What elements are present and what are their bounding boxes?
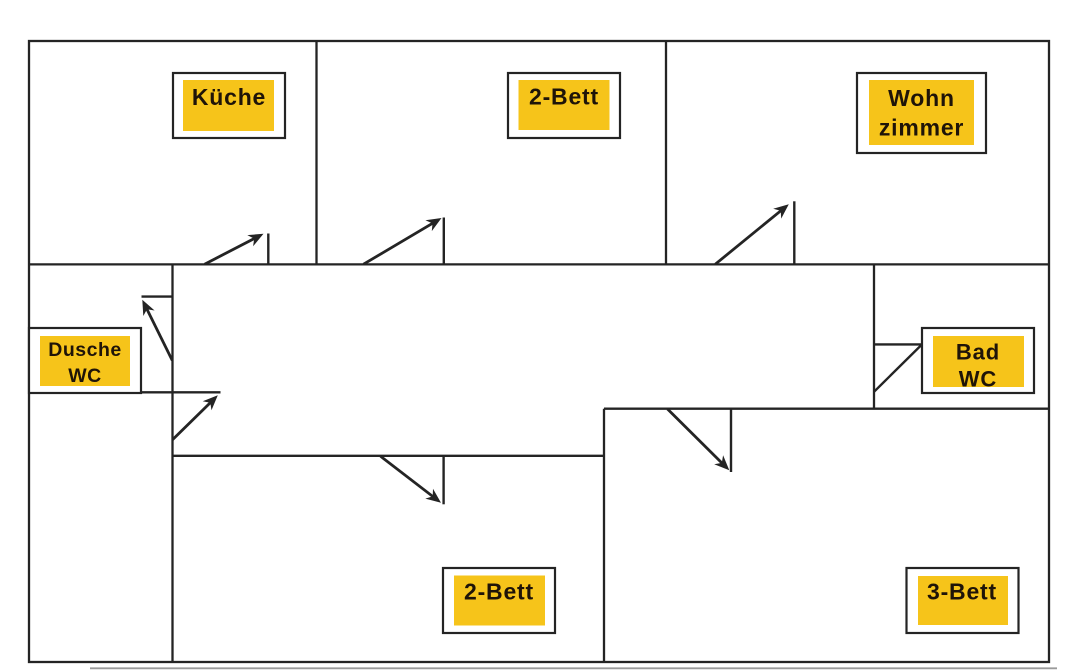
- svg-text:WC: WC: [68, 365, 102, 387]
- svg-text:Küche: Küche: [192, 84, 266, 110]
- svg-text:Dusche: Dusche: [48, 339, 121, 361]
- svg-text:2-Bett: 2-Bett: [529, 84, 599, 110]
- svg-text:WC: WC: [959, 367, 997, 392]
- svg-text:zimmer: zimmer: [879, 115, 964, 141]
- svg-text:Wohn: Wohn: [888, 85, 955, 111]
- svg-text:3-Bett: 3-Bett: [927, 579, 997, 605]
- svg-text:Bad: Bad: [956, 340, 1000, 365]
- svg-text:2-Bett: 2-Bett: [464, 579, 534, 605]
